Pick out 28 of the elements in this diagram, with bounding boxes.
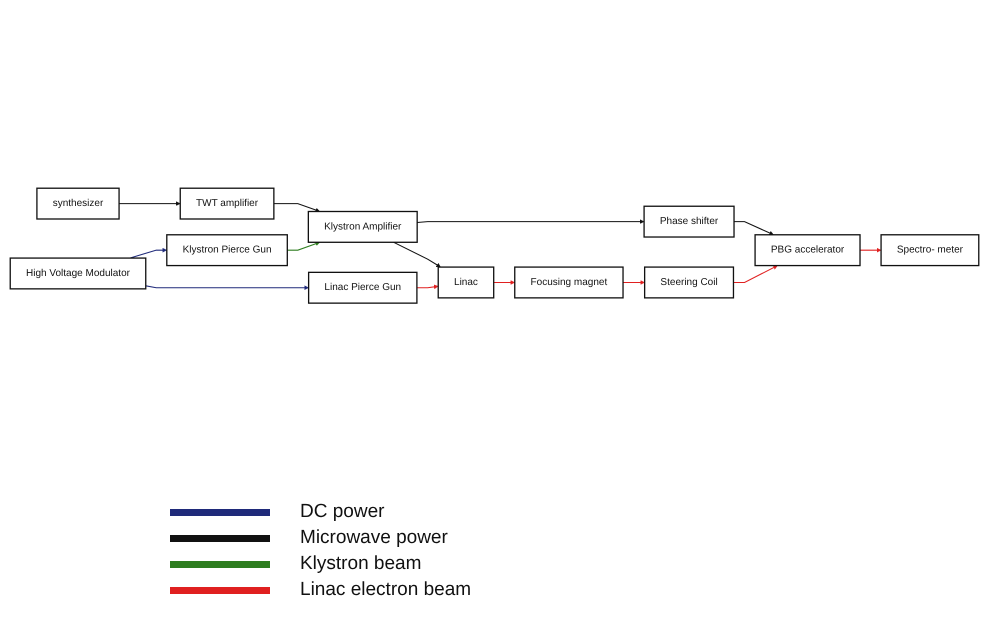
node-box: synthesizer: [36, 187, 120, 220]
node-box: PBG accelerator: [754, 234, 861, 266]
node-box: Klystron Pierce Gun: [166, 234, 288, 266]
node-box: Linac: [438, 266, 494, 298]
node-box: Klystron Amplifier: [308, 210, 418, 243]
node-box: High Voltage Modulator: [10, 257, 146, 290]
arrow: [274, 202, 320, 212]
arrow: [860, 248, 882, 252]
arrow: [119, 201, 180, 206]
arrow: [416, 284, 438, 289]
arrow: [734, 220, 774, 235]
arrow: [417, 219, 644, 224]
arrow: [146, 285, 309, 290]
node-box: Spectro- meter: [880, 234, 980, 266]
node-box: Linac Pierce Gun: [308, 272, 418, 304]
arrow: [623, 280, 645, 285]
node-box: Phase shifter: [643, 205, 735, 238]
arrow: [733, 265, 778, 283]
node-box: Focusing magnet: [514, 266, 624, 298]
legend-label: Klystron beam: [300, 553, 422, 575]
node-box: TWT amplifier: [180, 187, 275, 220]
legend-label: Microwave power: [300, 527, 448, 549]
arrow: [393, 242, 441, 268]
arrow: [287, 241, 320, 251]
node-box: Steering Coil: [644, 266, 734, 298]
arrow: [494, 280, 515, 285]
legend-label: DC power: [300, 501, 384, 523]
legend-label: Linac electron beam: [300, 579, 472, 601]
